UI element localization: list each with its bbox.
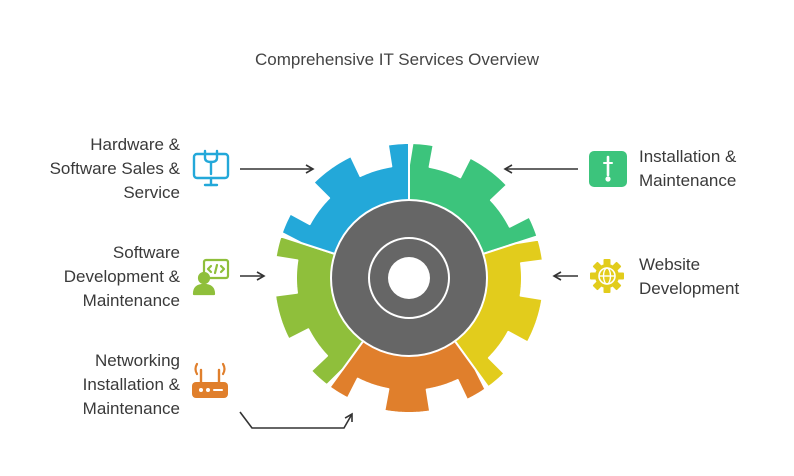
globe-gear-icon (590, 259, 624, 293)
label-line: Development (639, 279, 740, 298)
label-line: Software Sales & (49, 159, 180, 178)
label-line: Installation & (82, 375, 180, 394)
router-icon (192, 362, 228, 398)
gear-hub-ring (368, 237, 450, 319)
label-line: Software (112, 243, 180, 262)
label-installation-maintenance: Installation & Maintenance (639, 145, 736, 193)
label-line: Networking (94, 351, 180, 370)
label-line: Service (123, 183, 180, 202)
label-line: Maintenance (639, 171, 737, 190)
label-line: Development & (63, 267, 180, 286)
install-tool-icon (589, 151, 627, 187)
label-software-development: Software Development & Maintenance (64, 241, 180, 313)
label-line: Hardware & (90, 135, 180, 154)
label-website-development: Website Development (639, 253, 739, 301)
label-hardware-software-sales: Hardware & Software Sales & Service (50, 133, 180, 205)
label-line: Website (639, 255, 701, 274)
arrow-networking (239, 411, 353, 429)
gear-hub-hole (388, 257, 430, 299)
label-networking-installation: Networking Installation & Maintenance (83, 349, 180, 421)
tools-monitor-icon (192, 149, 230, 187)
label-line: Maintenance (82, 399, 180, 418)
label-line: Installation & (639, 147, 737, 166)
developer-code-icon (192, 258, 230, 296)
label-line: Maintenance (82, 291, 180, 310)
diagram-title: Comprehensive IT Services Overview (254, 50, 540, 69)
gear-inner-edge (330, 199, 488, 357)
